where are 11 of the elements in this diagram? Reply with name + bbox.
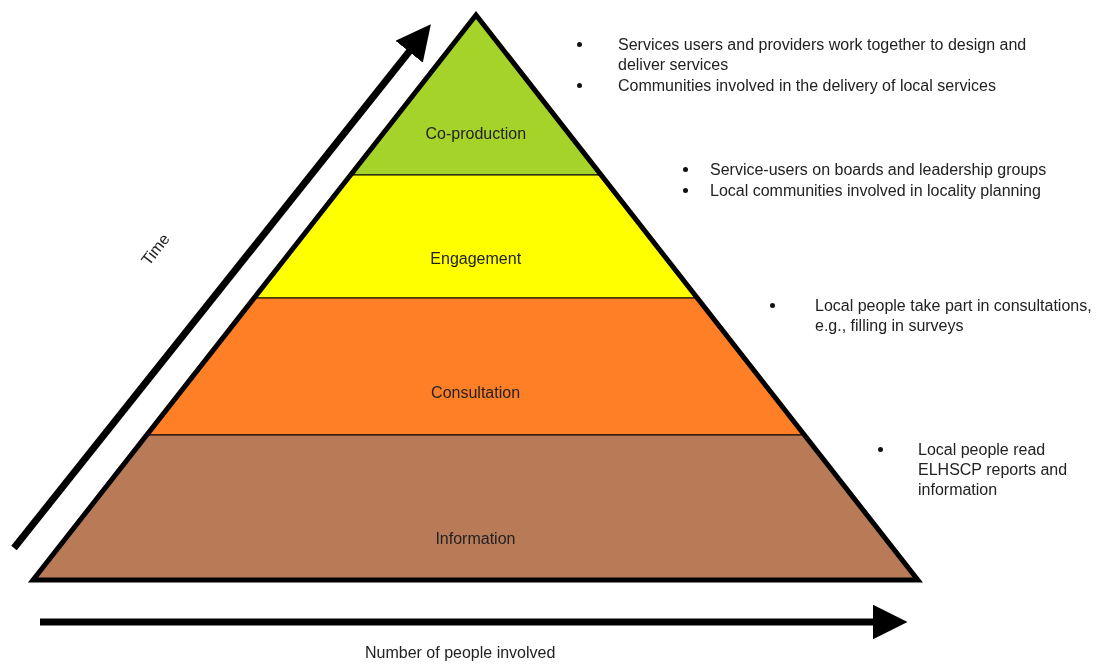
tier-label: Engagement <box>430 250 522 267</box>
axis-label: Number of people involved <box>365 644 556 662</box>
bullet-text: Local people read ELHSCP reports and information <box>918 441 1068 498</box>
tier-label: Consultation <box>431 384 521 401</box>
bullet-text: Communities involved in the delivery of local services <box>618 77 996 94</box>
bullet-text: Local communities involved in locality planning <box>710 182 1041 199</box>
tier-label: Co-production <box>425 125 527 142</box>
bullet-text: Services users and providers work together to design and deliver services <box>618 36 1027 73</box>
tier-label: Information <box>435 530 516 547</box>
bullet-text: Service-users on boards and leadership groups <box>710 161 1047 178</box>
bullet-text: Local people take part in consultations, e.g., filling in surveys <box>815 297 1092 334</box>
